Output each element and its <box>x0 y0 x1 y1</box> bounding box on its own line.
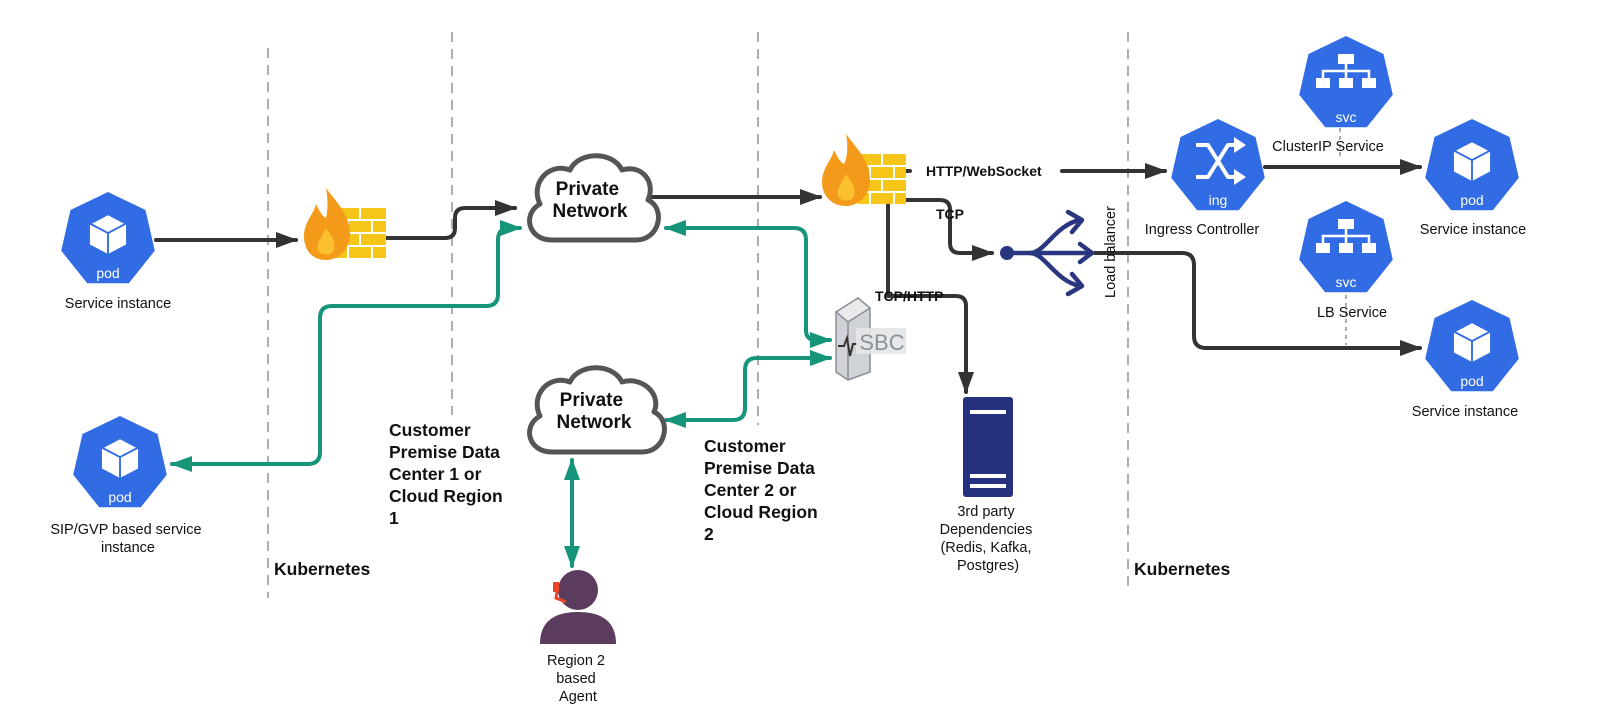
ingress-controller-icon: ing <box>1171 119 1265 211</box>
private-network-top: Private Network <box>527 153 661 243</box>
service-instance-bottom-label: Service instance <box>1412 404 1518 420</box>
clusterip-label: ClusterIP Service <box>1272 139 1384 155</box>
dc1-label: Customer Premise Data Center 1 or Cloud … <box>389 420 508 528</box>
edge-network-to-sbc <box>664 220 832 348</box>
flame-icon <box>304 188 350 260</box>
service-instance-left-label: Service instance <box>65 296 171 312</box>
teal-connectors <box>170 220 832 568</box>
lb-service-label: LB Service <box>1317 305 1387 321</box>
firewall-left <box>304 188 386 260</box>
flame-icon <box>822 134 870 206</box>
clusterip-service-icon: svc <box>1299 36 1393 128</box>
pod-sip-gvp: pod <box>73 416 167 508</box>
edge-network2-to-sbc <box>664 350 832 428</box>
pod-label: pod <box>96 265 119 281</box>
sbc-label: SBC <box>859 330 904 355</box>
agent-label: Region 2 based Agent <box>547 653 609 705</box>
pod-label: pod <box>1460 373 1483 389</box>
load-balancer-label: Load balancer <box>1103 206 1119 298</box>
cloud-label: Private Network <box>553 179 628 222</box>
pod-label: pod <box>108 489 131 505</box>
svc-label: svc <box>1336 109 1357 125</box>
agent-icon <box>540 570 616 644</box>
edge-lb-to-svc <box>1093 251 1422 356</box>
ingress-label: Ingress Controller <box>1145 222 1260 238</box>
sbc-device: SBC <box>834 297 906 381</box>
cloud-icon <box>527 365 667 455</box>
edge-firewall-to-network <box>384 200 517 240</box>
cloud-icon <box>527 153 661 243</box>
edge-tcp <box>904 198 994 261</box>
firewall-right <box>822 134 906 206</box>
pod-service-instance-top: pod <box>1425 119 1519 211</box>
pod-service-instance-bottom: pod <box>1425 300 1519 392</box>
service-instance-top-label: Service instance <box>1420 222 1526 238</box>
pod-service-instance-left: pod <box>61 192 155 284</box>
http-websocket-label: HTTP/WebSocket <box>926 163 1042 179</box>
svc-label: svc <box>1336 274 1357 290</box>
dc2-label: Customer Premise Data Center 2 or Cloud … <box>704 436 823 544</box>
edge-tcp-http <box>886 200 974 394</box>
kubernetes-right-label: Kubernetes <box>1134 559 1231 579</box>
tcp-http-label: TCP/HTTP <box>875 288 943 304</box>
third-party-label: 3rd party Dependencies (Redis, Kafka, Po… <box>940 504 1037 574</box>
load-balancer-icon <box>1000 209 1095 297</box>
lb-service-icon: svc <box>1299 201 1393 293</box>
private-network-bottom: Private Network <box>527 365 667 455</box>
edge-sip-to-network <box>170 220 522 472</box>
ing-label: ing <box>1209 192 1228 208</box>
server-icon <box>963 397 1013 497</box>
pod-label: pod <box>1460 192 1483 208</box>
kubernetes-left-label: Kubernetes <box>274 559 371 579</box>
tcp-label: TCP <box>936 206 964 222</box>
sip-gvp-label: SIP/GVP based service instance <box>50 522 205 556</box>
cloud-label: Private Network <box>557 390 632 433</box>
